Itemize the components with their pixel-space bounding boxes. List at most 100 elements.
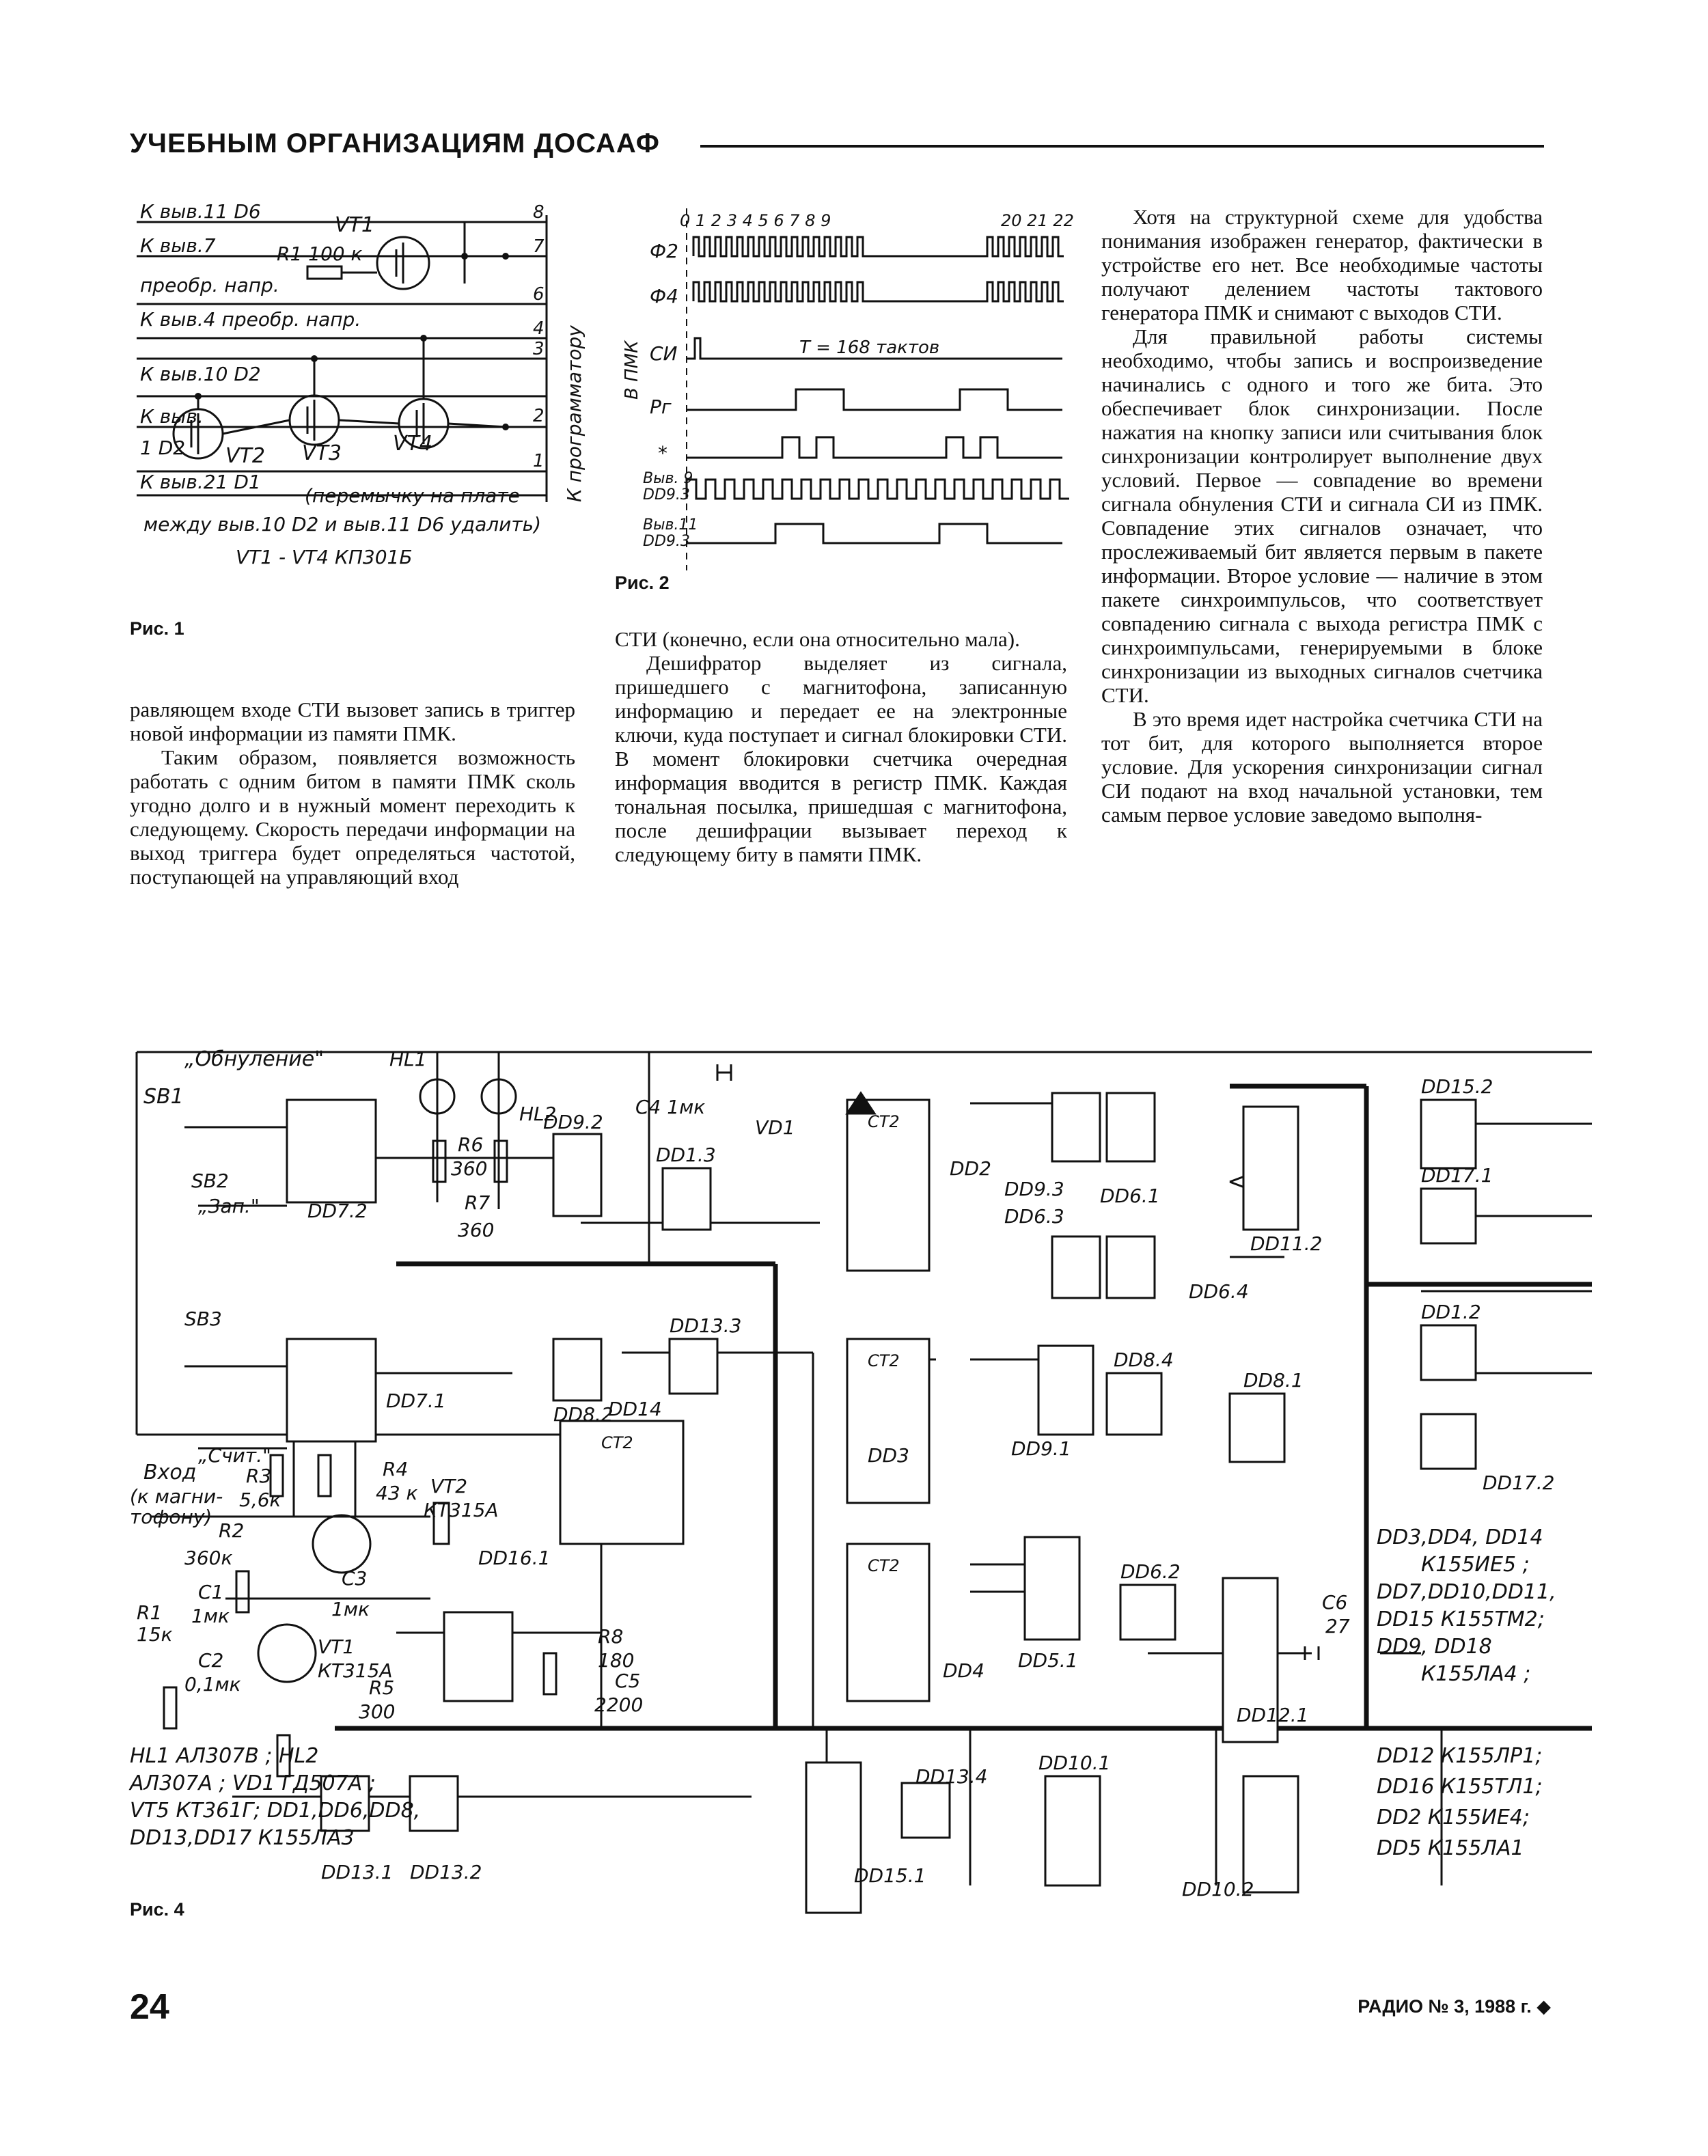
waveform-pr	[687, 388, 1062, 411]
chip-label: DD15.2	[1421, 1075, 1493, 1098]
chip-label: DD9.1	[1011, 1437, 1071, 1460]
part-value: КТ315А	[318, 1659, 393, 1682]
chip-label: DD2	[950, 1157, 991, 1180]
signal-label: Выв. 9	[643, 470, 693, 487]
paragraph: Хотя на структурной схеме для удобства п…	[1101, 205, 1543, 324]
waveform-si	[687, 337, 1062, 360]
paragraph: В это время идет настройка счетчика СТИ …	[1101, 707, 1543, 827]
part-label: HL2	[519, 1103, 556, 1125]
part-value: 360	[451, 1157, 487, 1180]
chip-label: DD15.1	[854, 1864, 926, 1887]
text-column-2: СТИ (конечно, если она относительно мала…	[615, 627, 1067, 866]
part-label: R8	[598, 1625, 623, 1648]
chip-label: DD8.4	[1114, 1349, 1174, 1371]
button-label: „Обнуление"	[184, 1047, 324, 1071]
part-value: 0,1мк	[184, 1673, 241, 1696]
chip-label: DD12.1	[1237, 1704, 1308, 1726]
part-value: 180	[598, 1649, 634, 1672]
part-label: R5	[369, 1676, 394, 1699]
header-rule	[700, 145, 1544, 148]
part-value: 360к	[184, 1547, 232, 1569]
part-value: 300	[359, 1700, 395, 1723]
part-label: С5	[615, 1670, 640, 1692]
signal-label: DD9.3	[643, 486, 690, 503]
chip-label: DD13.2	[410, 1861, 482, 1883]
button-label: „Зап."	[198, 1195, 260, 1217]
timing-ticks-right: 20 21 22	[1001, 211, 1074, 230]
fig1-label: К выв.10 D2	[140, 363, 261, 385]
magazine-issue: РАДИО № 3, 1988 г. ◆	[1358, 1996, 1551, 2017]
chip-label: DD6.1	[1100, 1185, 1160, 1207]
waveform-star	[687, 436, 1062, 459]
parts-list: DD13,DD17 К155ЛА3	[130, 1826, 355, 1850]
waveform-dd93-pin9	[685, 478, 1069, 500]
figure-2-caption: Рис. 2	[615, 572, 670, 593]
chip-label: DD1.3	[656, 1144, 716, 1166]
parts-list: DD2 К155ИЕ4;	[1377, 1806, 1530, 1829]
chip-label: DD9.3	[1004, 1178, 1064, 1200]
fig1-label: К выв.21 D1	[140, 471, 261, 493]
fig1-label: VT3	[302, 441, 342, 465]
fig1-label: (перемычку на плате	[305, 484, 520, 507]
signal-f2: Ф2	[650, 240, 678, 262]
fig1-label: VT4	[393, 432, 432, 456]
part-label: R7	[465, 1191, 490, 1214]
text-column-1: равляющем входе СТИ вызовет запись в три…	[130, 697, 575, 889]
chip-label: DD17.2	[1483, 1471, 1554, 1494]
parts-list: DD3,DD4, DD14	[1377, 1525, 1543, 1549]
fig1-pin: 8	[533, 202, 545, 223]
parts-list: АЛ307А ; VD1 ГД507А ;	[128, 1771, 376, 1795]
chip-label: DD6.2	[1120, 1560, 1181, 1583]
chip-label: DD10.2	[1182, 1878, 1254, 1901]
part-label: SB1	[143, 1085, 184, 1109]
input-label: Вход	[143, 1461, 196, 1484]
fig1-label: К выв.4 преобр. напр.	[140, 308, 361, 331]
waveform-dd93-pin11	[687, 523, 1062, 544]
page-number: 24	[130, 1987, 169, 2027]
parts-list: HL1 АЛ307В ; HL2	[130, 1744, 318, 1768]
parts-list: DD7,DD10,DD11,	[1377, 1580, 1556, 1604]
fig1-pin: 2	[533, 406, 545, 426]
part-value: 2200	[594, 1694, 643, 1716]
figure-1-caption: Рис. 1	[130, 618, 184, 639]
signal-si: СИ	[650, 342, 678, 365]
chip-label: DD3	[868, 1444, 909, 1467]
parts-list: DD12 К155ЛР1;	[1377, 1744, 1542, 1768]
chip-function: СТ2	[868, 1351, 900, 1370]
part-label: R4	[383, 1458, 408, 1480]
part-label: HL1	[389, 1048, 426, 1070]
part-value: 43 к	[376, 1482, 418, 1504]
period-label: Т = 168 тактов	[799, 337, 939, 358]
part-label: R1	[137, 1601, 162, 1624]
chip-label: DD13.4	[915, 1765, 987, 1788]
signal-label: DD9.3	[643, 533, 690, 550]
chip-label: DD13.1	[321, 1861, 393, 1883]
paragraph: равляющем входе СТИ вызовет запись в три…	[130, 697, 575, 745]
chip-function: СТ2	[868, 1112, 900, 1131]
chip-label: DD7.1	[386, 1390, 446, 1412]
part-value: КТ315А	[424, 1499, 499, 1521]
chip-label: DD14	[608, 1398, 662, 1420]
chip-label: DD6.4	[1189, 1280, 1249, 1303]
fig1-label: К выв.7	[140, 234, 216, 257]
part-label: R6	[458, 1133, 483, 1156]
fig1-label: К выв.	[140, 405, 204, 428]
fig1-pin: 6	[533, 284, 545, 305]
signal-label: Выв.11	[643, 516, 698, 534]
fig1-side-label: К программатору	[563, 325, 586, 502]
fig1-label: К выв.11 D6	[140, 202, 261, 223]
parts-list: DD9, DD18	[1377, 1635, 1492, 1659]
fig1-pin: 1	[533, 451, 545, 471]
waveform-f4	[692, 281, 1064, 303]
chip-label: DD1.2	[1421, 1301, 1481, 1323]
paragraph: СТИ (конечно, если она относительно мала…	[615, 627, 1020, 651]
waveform-f2	[692, 236, 1064, 258]
timing-ticks-left: 0 1 2 3 4 5 6 7 8 9	[680, 211, 831, 230]
part-label: R2	[219, 1519, 244, 1542]
figure-4-schematic: „Обнуление" SB1 SB2 „Зап." SB3 „Счит." H…	[128, 1047, 1592, 1914]
part-label: VT2	[430, 1475, 467, 1497]
fig1-pin: 7	[533, 236, 545, 257]
input-label: тофону)	[130, 1506, 212, 1528]
chip-label: DD6.3	[1004, 1205, 1064, 1228]
signal-pr: Рг	[650, 396, 672, 418]
